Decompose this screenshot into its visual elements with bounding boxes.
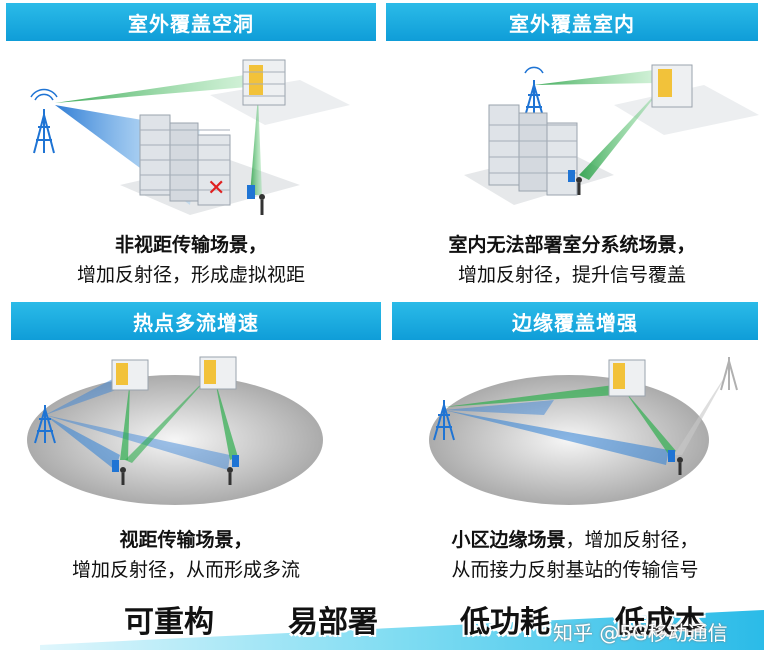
reflector-building-icon	[608, 359, 646, 397]
reflector-building-icon	[242, 59, 286, 106]
caption-title: 视距传输场景，	[119, 529, 253, 551]
coverage-area	[27, 375, 323, 505]
panel-title-2: 室外覆盖室内	[386, 3, 758, 41]
blue-beam	[45, 415, 230, 470]
user-terminal-icon	[668, 450, 683, 475]
green-beam	[125, 375, 210, 463]
panel-2-illustration	[464, 64, 759, 205]
caption-title-line: 小区边缘场景，增加反射径，	[392, 525, 758, 555]
blue-beam	[45, 375, 130, 415]
remote-base-station-icon	[720, 357, 738, 391]
caption-title-rest: ，增加反射径，	[565, 529, 699, 551]
building-cluster-icon	[139, 114, 231, 206]
caption-title: 室内无法部署室分系统场景，	[448, 234, 696, 256]
grey-beam	[674, 370, 729, 455]
bottom-banner	[40, 610, 764, 650]
panel-1-illustration: ✕	[30, 59, 350, 215]
panel-title-4: 边缘覆盖增强	[392, 302, 758, 340]
panel-4-caption: 小区边缘场景，增加反射径， 从而接力反射基站的传输信号	[392, 525, 758, 585]
panel-2-caption: 室内无法部署室分系统场景， 增加反射径，提升信号覆盖	[386, 230, 758, 290]
caption-detail: 增加反射径，提升信号覆盖	[457, 264, 686, 286]
panel-3-illustration	[27, 356, 323, 505]
caption-detail: 从而接力反射基站的传输信号	[451, 559, 699, 581]
base-station-tower-icon	[523, 66, 545, 121]
green-beam	[444, 385, 616, 407]
caption-detail: 增加反射径，从而形成多流	[71, 559, 300, 581]
banner-band	[40, 610, 764, 650]
green-beam	[55, 75, 248, 103]
reflector-building-icon	[651, 64, 693, 108]
caption-title: 小区边缘场景	[451, 529, 566, 551]
reflector-building-icon	[111, 359, 149, 391]
panel-4-illustration	[429, 357, 738, 505]
tagline-low-power: 低功耗	[460, 605, 550, 640]
green-beam	[215, 380, 238, 460]
green-beam	[120, 380, 130, 460]
green-beam	[579, 85, 664, 180]
green-beam	[250, 95, 262, 195]
user-terminal-icon	[112, 460, 126, 485]
base-station-tower-icon	[433, 400, 455, 441]
base-station-tower-icon	[30, 88, 58, 154]
blue-beam	[444, 410, 669, 465]
base-station-tower-icon	[34, 405, 56, 444]
building-cluster-icon	[488, 104, 578, 196]
panel-title-1: 室外覆盖空洞	[6, 3, 376, 41]
watermark: 知乎 @5G移动通信	[553, 621, 728, 645]
tagline-reconfigurable: 可重构	[124, 605, 214, 640]
blocked-x-icon: ✕	[207, 176, 225, 201]
panel-title-3: 热点多流增速	[11, 302, 381, 340]
caption-title: 非视距传输场景，	[114, 234, 267, 256]
user-terminal-icon	[568, 170, 582, 195]
user-terminal-icon	[247, 185, 265, 215]
blue-beam	[45, 415, 120, 470]
panel-1-caption: 非视距传输场景， 增加反射径，形成虚拟视距	[6, 230, 376, 290]
blue-beam	[444, 400, 554, 415]
green-beam	[534, 70, 656, 85]
ground-plate	[614, 85, 759, 135]
tagline-low-cost: 低成本	[615, 605, 705, 640]
tagline-easy-deploy: 易部署	[288, 605, 378, 640]
reflector-building-icon	[199, 356, 237, 390]
green-beam	[624, 390, 676, 455]
caption-detail: 增加反射径，形成虚拟视距	[76, 264, 305, 286]
user-terminal-icon	[227, 455, 239, 485]
panel-3-caption: 视距传输场景， 增加反射径，从而形成多流	[6, 525, 366, 585]
